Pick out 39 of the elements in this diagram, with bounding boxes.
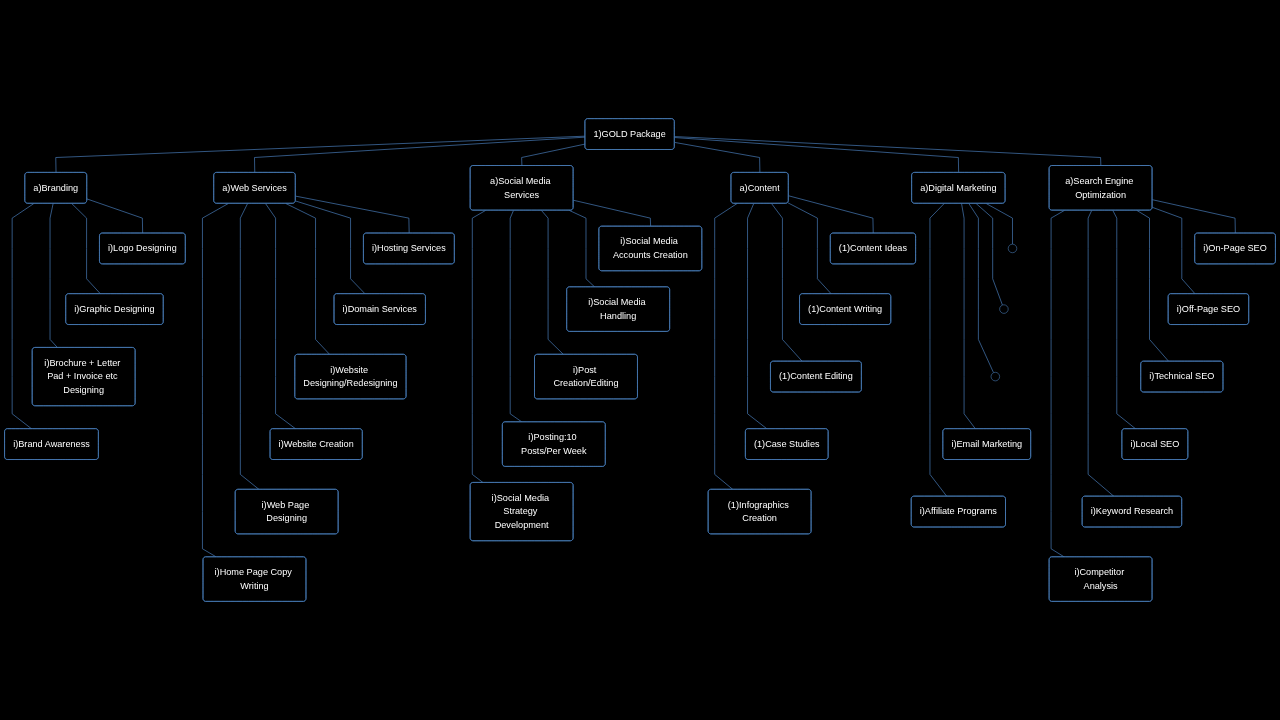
connector — [568, 210, 596, 288]
connector — [471, 210, 486, 484]
connector — [240, 203, 260, 490]
connector — [573, 199, 651, 227]
connector — [1112, 210, 1137, 430]
connector — [771, 203, 803, 362]
node-circle — [999, 304, 1009, 314]
connector — [1087, 210, 1115, 497]
node-circle — [990, 372, 1000, 382]
connector — [509, 210, 523, 423]
connector — [714, 203, 738, 490]
connector — [541, 210, 564, 355]
connector — [747, 203, 768, 430]
connector — [11, 203, 35, 430]
connector — [674, 142, 761, 173]
connector — [86, 198, 143, 234]
connector — [254, 136, 586, 173]
connector — [521, 143, 586, 167]
connector — [202, 203, 229, 558]
connector — [1136, 210, 1170, 362]
connector — [71, 203, 101, 295]
connector — [787, 202, 832, 295]
connector — [295, 200, 366, 295]
connector — [285, 203, 331, 355]
connector — [1152, 207, 1196, 295]
node-circle — [1007, 243, 1018, 254]
connector — [975, 203, 1003, 306]
connector — [961, 203, 976, 430]
connector — [788, 195, 874, 234]
connector — [55, 135, 586, 173]
connector — [1152, 199, 1236, 234]
connector — [968, 203, 994, 374]
connector — [1050, 210, 1065, 558]
connector — [49, 203, 58, 349]
connector — [674, 137, 959, 173]
connector — [929, 203, 948, 497]
connector — [265, 203, 297, 430]
connector — [674, 136, 1102, 167]
connector — [295, 195, 410, 234]
